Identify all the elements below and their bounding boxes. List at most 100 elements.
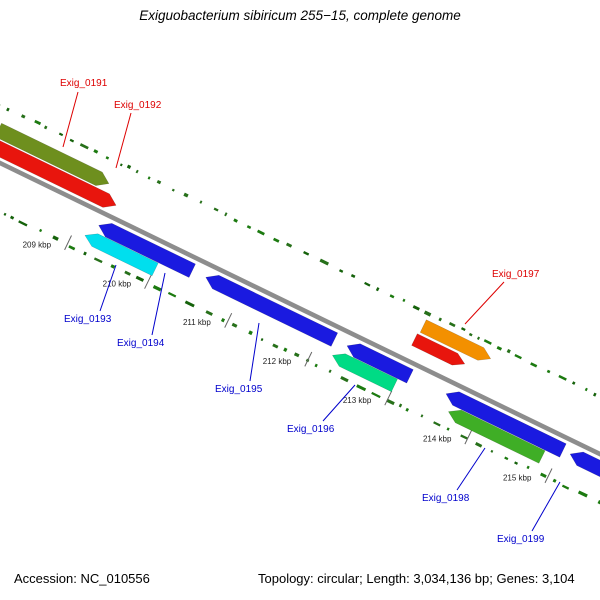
- scale-label: 213 kbp: [343, 396, 372, 405]
- strand-tick-dot: [93, 257, 103, 264]
- gene-label-leader: [322, 384, 356, 422]
- gene-label-leader: [531, 481, 561, 532]
- strand-tick-dot: [79, 143, 89, 150]
- gene-arrow-exig_0196[interactable]: [331, 353, 398, 393]
- gene-label-exig_0193[interactable]: Exig_0193: [64, 314, 112, 325]
- gene-arrow-exig_0192[interactable]: [0, 138, 117, 208]
- strand-tick-dot: [593, 392, 597, 397]
- gene-label-exig_0197[interactable]: Exig_0197: [492, 269, 540, 280]
- scale-tick: [464, 429, 473, 445]
- gene-arrow-gene-unlabeled-b[interactable]: [411, 333, 466, 366]
- strand-tick-dot: [58, 132, 64, 137]
- strand-tick-dot: [52, 235, 59, 241]
- gene-arrow-exig_0198[interactable]: [447, 409, 546, 464]
- strand-tick-dot: [205, 310, 213, 316]
- strand-tick-dot: [558, 374, 567, 381]
- strand-tick-dot: [43, 125, 48, 130]
- gene-arrow-exig_0191[interactable]: [0, 122, 110, 186]
- strand-tick-dot: [256, 229, 265, 236]
- accession-text: Accession: NC_010556: [14, 571, 150, 586]
- strand-tick-dot: [152, 285, 162, 292]
- strand-tick-dot: [110, 264, 116, 269]
- strand-tick-dot: [597, 500, 600, 505]
- scale-label: 210 kbp: [103, 279, 132, 288]
- gene-label-leader: [115, 112, 132, 169]
- strand-tick-dot: [540, 472, 547, 478]
- genome-track-line: [0, 160, 600, 457]
- gene-label-leader: [464, 281, 505, 325]
- strand-tick-dot: [526, 465, 530, 470]
- strand-tick-dot: [496, 345, 503, 351]
- strand-tick-dot: [184, 300, 195, 308]
- scale-tick: [224, 312, 233, 328]
- strand-tick-dot: [364, 281, 371, 287]
- gene-arrow-exig_0199[interactable]: [569, 451, 600, 507]
- strand-tick-dot: [147, 176, 151, 180]
- strand-tick-dot: [319, 258, 330, 266]
- strand-tick-dot: [314, 363, 318, 368]
- gene-label-exig_0198[interactable]: Exig_0198: [422, 493, 470, 504]
- strand-tick-dot: [18, 220, 28, 227]
- gene-label-leader: [99, 264, 117, 312]
- strand-tick-dot: [167, 291, 177, 298]
- strand-tick-dot: [433, 421, 441, 427]
- strand-tick-dot: [356, 384, 367, 392]
- strand-tick-dot: [6, 107, 10, 112]
- strand-tick-dot: [119, 163, 123, 167]
- gene-arrow-exig_0195[interactable]: [205, 275, 339, 347]
- strand-tick-dot: [135, 169, 139, 174]
- gene-arrow-gene-unlabeled-c[interactable]: [445, 391, 567, 458]
- scale-label: 212 kbp: [263, 357, 292, 366]
- strand-tick-dot: [389, 294, 395, 299]
- strand-tick-dot: [371, 391, 381, 399]
- strand-tick-dot: [483, 339, 492, 345]
- strand-tick-dot: [213, 207, 219, 212]
- strand-tick-dot: [68, 245, 76, 251]
- gene-label-leader: [151, 272, 166, 336]
- gene-label-exig_0192[interactable]: Exig_0192: [114, 100, 162, 111]
- strand-tick-dot: [69, 138, 75, 143]
- strand-tick-dot: [156, 179, 162, 185]
- strand-tick-dot: [135, 275, 145, 282]
- strand-tick-dot: [448, 321, 456, 328]
- strand-tick-dot: [285, 242, 293, 248]
- strand-tick-dot: [293, 352, 300, 358]
- scale-tick: [384, 390, 393, 406]
- strand-tick-dot: [83, 251, 87, 256]
- strand-tick-dot: [552, 478, 557, 483]
- gene-label-exig_0194[interactable]: Exig_0194: [117, 338, 165, 349]
- strand-tick-dot: [340, 376, 349, 383]
- strand-tick-dot: [506, 348, 511, 354]
- strand-tick-dot: [171, 188, 175, 192]
- strand-tick-dot: [246, 225, 252, 230]
- strand-tick-dot: [412, 305, 420, 311]
- scale-tick: [64, 235, 72, 251]
- gene-arrow-exig_0193[interactable]: [84, 233, 159, 277]
- strand-tick-dot: [126, 164, 132, 169]
- scale-tick: [304, 351, 313, 367]
- strand-tick-dot: [530, 362, 538, 368]
- gene-label-exig_0199[interactable]: Exig_0199: [497, 534, 545, 545]
- scale-label: 214 kbp: [423, 435, 452, 444]
- gene-arrow-exig_0197[interactable]: [419, 319, 492, 361]
- strand-tick-dot: [338, 269, 344, 273]
- gene-label-exig_0195[interactable]: Exig_0195: [215, 384, 263, 395]
- strand-tick-dot: [402, 298, 406, 303]
- strand-tick-dot: [398, 403, 403, 408]
- scale-tick: [144, 274, 153, 289]
- strand-tick-dot: [514, 461, 518, 465]
- gene-arrow-gene-unlabeled-a[interactable]: [346, 343, 414, 384]
- gene-label-exig_0191[interactable]: Exig_0191: [60, 78, 108, 89]
- strand-tick-dot: [571, 381, 576, 385]
- strand-tick-dot: [375, 287, 380, 292]
- gene-arrow-exig_0194[interactable]: [98, 223, 196, 278]
- strand-tick-dot: [514, 354, 522, 360]
- strand-tick-dot: [9, 215, 15, 220]
- scale-label: 215 kbp: [503, 474, 532, 483]
- strand-tick-dot: [34, 119, 42, 126]
- gene-label-exig_0196[interactable]: Exig_0196: [287, 424, 335, 435]
- gene-label-leader: [62, 91, 79, 148]
- scale-label: 209 kbp: [23, 241, 52, 250]
- strand-tick-dot: [20, 114, 26, 119]
